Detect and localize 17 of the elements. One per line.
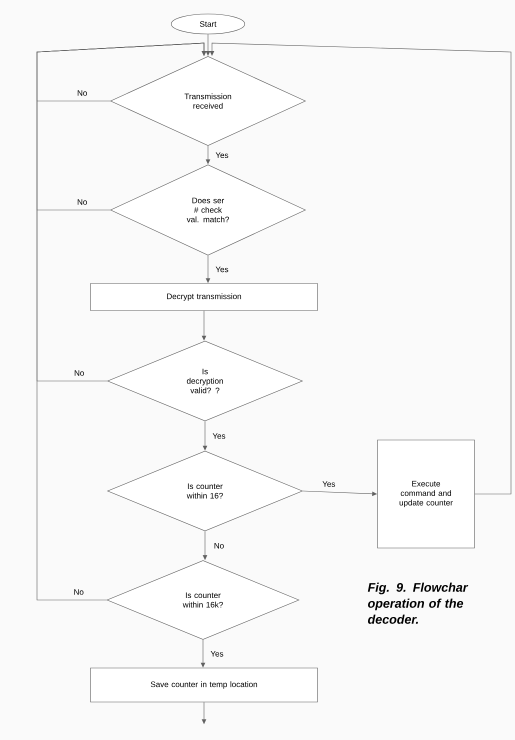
arrow: [36, 42, 206, 600]
edge-label: Yes: [322, 481, 336, 487]
edge-label: Yes: [212, 433, 226, 439]
edge-label: Yes: [210, 650, 224, 657]
arrow: [206, 34, 210, 56]
edge-label: No: [214, 542, 224, 549]
process-box: Decrypt transmission: [90, 283, 318, 311]
edge-label: No: [78, 90, 87, 96]
edge-label: Yes: [216, 266, 228, 272]
process-box: Execute command and update counter: [377, 440, 475, 548]
edge-label: No: [74, 589, 84, 595]
edge-label: Yes: [216, 152, 228, 158]
arrow: [210, 42, 512, 494]
caption: Fig. 9. Flowchar operation of the decoder.: [368, 582, 468, 624]
process-box: Save counter in temp location: [90, 668, 318, 702]
edge-label: No: [78, 199, 87, 205]
edge-label: No: [74, 370, 84, 376]
